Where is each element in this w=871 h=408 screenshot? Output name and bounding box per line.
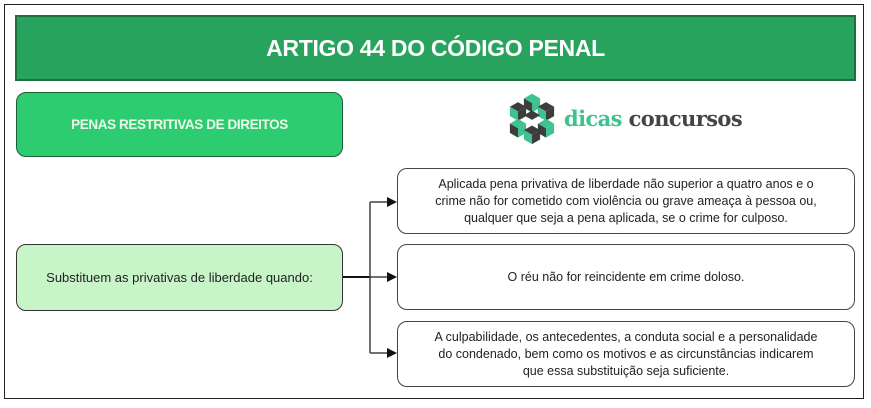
isometric-cubes-icon [509,93,555,145]
item-text-line: que essa substituição seja suficiente. [522,363,730,378]
item-text-line: O réu não for reincidente em crime dolos… [507,269,745,284]
diagram-frame [4,4,864,399]
brand-logo: dicas concursos [504,90,743,146]
page-title: ARTIGO 44 DO CÓDIGO PENAL [266,34,605,61]
item-text-line: A culpabilidade, os antecedentes, a cond… [434,329,818,344]
section-box: PENAS RESTRITIVAS DE DIREITOS [16,92,343,157]
item-text-line: crime não for cometido com violência ou … [435,193,817,208]
logo-word-dicas: dicas [564,105,622,131]
condition-text: Substituem as privativas de liberdade qu… [46,270,313,285]
item-text-line: do condenado, bem como os motivos e as c… [438,346,814,361]
condition-item-2: O réu não for reincidente em crime dolos… [397,244,855,310]
item-text-line: Aplicada pena privativa de liberdade não… [438,176,814,191]
item-text-line: qualquer que seja a pena aplicada, se o … [464,210,788,225]
title-banner: ARTIGO 44 DO CÓDIGO PENAL [15,15,856,81]
logo-word-concursos: concursos [628,105,743,131]
condition-box: Substituem as privativas de liberdade qu… [16,244,343,311]
condition-item-3: A culpabilidade, os antecedentes, a cond… [397,321,855,387]
section-label: PENAS RESTRITIVAS DE DIREITOS [71,117,288,132]
condition-item-1: Aplicada pena privativa de liberdade não… [397,168,855,234]
logo-wordmark: dicas concursos [564,105,743,131]
